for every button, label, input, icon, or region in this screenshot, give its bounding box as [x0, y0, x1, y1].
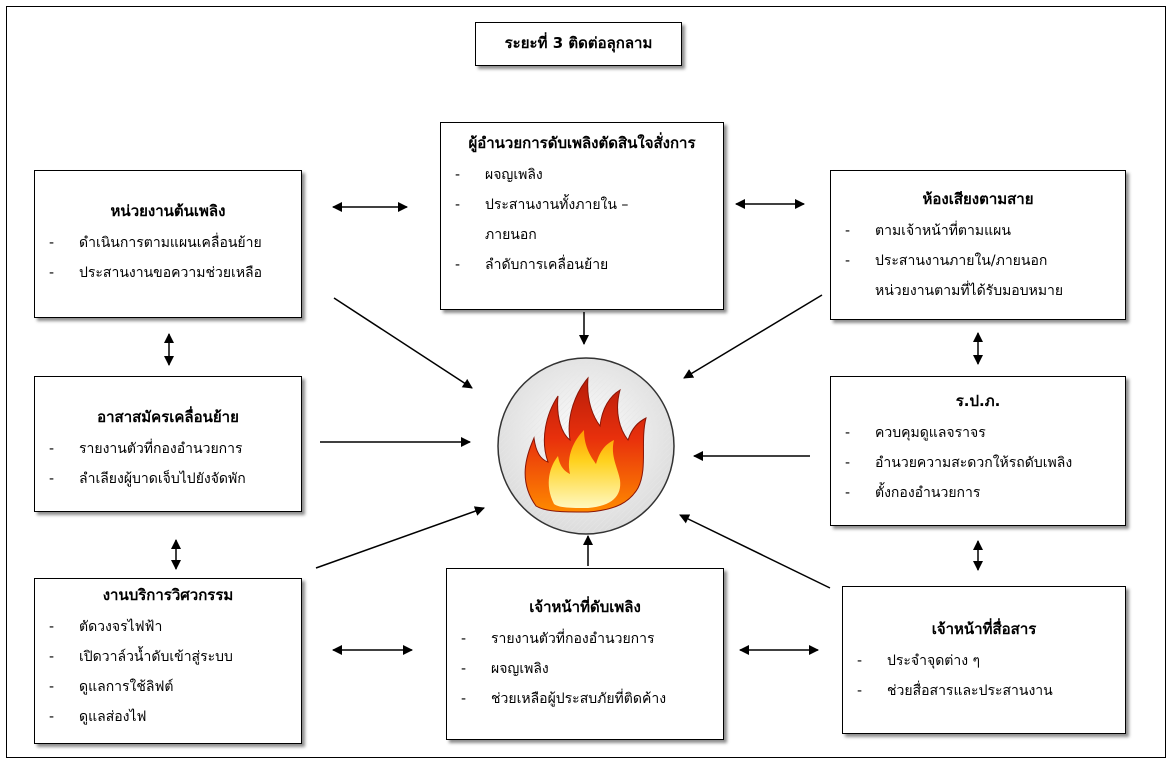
box-heading: งานบริการวิศวกรรม [102, 586, 234, 604]
box-commander: ผู้อำนวยการดับเพลิงตัดสินใจสั่งการ ผจญเพ… [440, 122, 724, 310]
list-item: ตั้งกองอำนวยการ [841, 478, 1115, 508]
list-item: ผจญเพลิง [451, 160, 713, 190]
box-heading: หน่วยงานต้นเพลิง [110, 202, 226, 220]
list-item: ประจำจุดต่าง ๆ [853, 646, 1115, 676]
box-volunteers: อาสาสมัครเคลื่อนย้าย รายงานตัวที่กองอำนว… [34, 376, 302, 512]
list-item: ภายนอก [485, 227, 537, 243]
list-item: ลำเลียงผู้บาดเจ็บไปยังจัดพัก [45, 464, 291, 494]
list-item: ช่วยเหลือผู้ประสบภัยที่ติดค้าง [457, 684, 713, 714]
list-item: รายงานตัวที่กองอำนวยการ [45, 434, 291, 464]
list-item: ผจญเพลิง [457, 654, 713, 684]
box-engineering: งานบริการวิศวกรรม ตัดวงจรไฟฟ้า เปิดวาล์ว… [34, 578, 302, 744]
list-item: ตัดวงจรไฟฟ้า [45, 612, 291, 642]
list-item: ดำเนินการตามแผนเคลื่อนย้าย [45, 228, 291, 258]
box-security: ร.ป.ภ. ควบคุมดูแลจราจร อำนวยความสะดวกให้… [830, 376, 1126, 526]
list-item: ประสานงานทั้งภายใน – [451, 190, 713, 220]
box-heading: เจ้าหน้าที่สื่อสาร [931, 620, 1037, 638]
box-broadcast: ห้องเสียงตามสาย ตามเจ้าหน้าที่ตามแผน ประ… [830, 170, 1126, 320]
fire-icon [497, 357, 675, 535]
list-item: หน่วยงานตามที่ได้รับมอบหมาย [875, 283, 1064, 299]
list-item: ดูแลส่องไฟ [45, 702, 291, 732]
list-item: เปิดวาล์วน้ำดับเข้าสู่ระบบ [45, 642, 291, 672]
list-item: ช่วยสื่อสารและประสานงาน [853, 676, 1115, 706]
list-item: ควบคุมดูแลจราจร [841, 418, 1115, 448]
list-item: ลำดับการเคลื่อนย้าย [451, 250, 713, 280]
box-heading: อาสาสมัครเคลื่อนย้าย [97, 408, 239, 426]
box-communications: เจ้าหน้าที่สื่อสาร ประจำจุดต่าง ๆ ช่วยสื… [842, 586, 1126, 734]
list-item: ประสานงานภายใน/ภายนอก [841, 246, 1115, 276]
box-firefighters: เจ้าหน้าที่ดับเพลิง รายงานตัวที่กองอำนวย… [446, 568, 724, 740]
diagram-title: ระยะที่ 3 ติดต่อลุกลาม [475, 22, 682, 66]
box-heading: เจ้าหน้าที่ดับเพลิง [529, 598, 641, 616]
list-item: ดูแลการใช้ลิฟต์ [45, 672, 291, 702]
diagram-frame [6, 6, 1166, 758]
box-heading: ร.ป.ภ. [955, 392, 1001, 410]
list-item: รายงานตัวที่กองอำนวยการ [457, 624, 713, 654]
list-item: ตามเจ้าหน้าที่ตามแผน [841, 216, 1115, 246]
box-fire-unit: หน่วยงานต้นเพลิง ดำเนินการตามแผนเคลื่อนย… [34, 170, 302, 318]
list-item: ประสานงานขอความช่วยเหลือ [45, 258, 291, 288]
box-heading: ผู้อำนวยการดับเพลิงตัดสินใจสั่งการ [468, 134, 696, 152]
list-item: อำนวยความสะดวกให้รถดับเพลิง [841, 448, 1115, 478]
box-heading: ห้องเสียงตามสาย [922, 190, 1034, 208]
